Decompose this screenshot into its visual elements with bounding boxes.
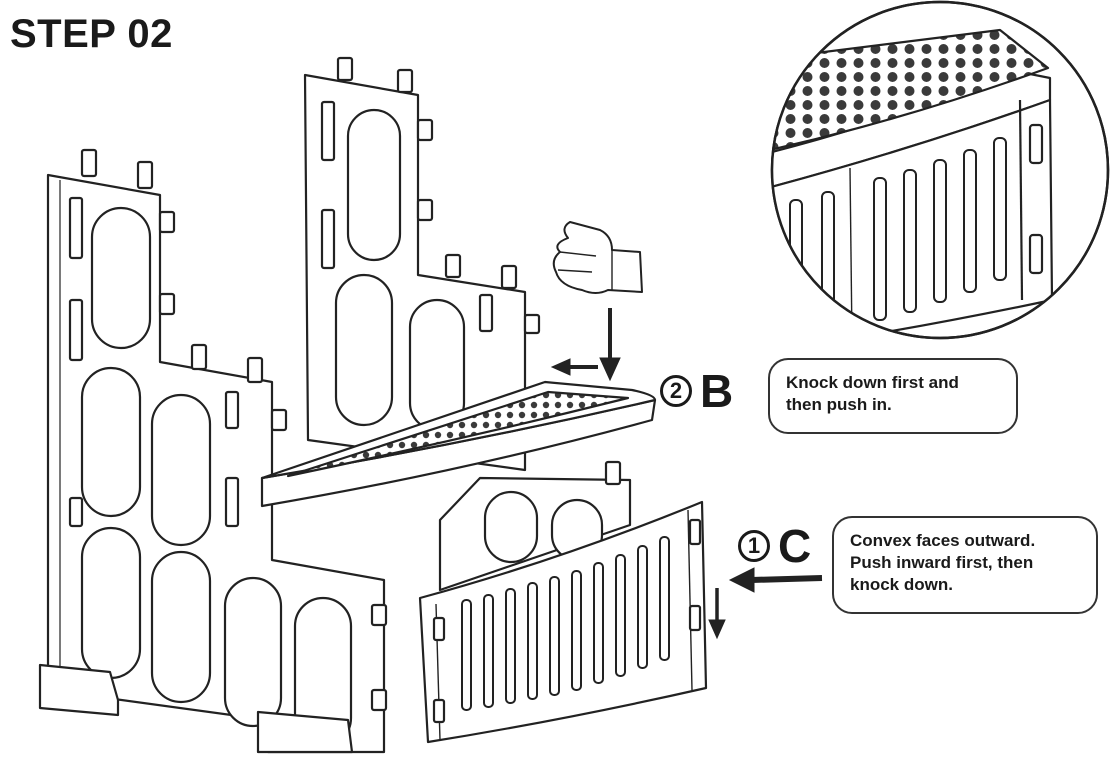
step-b-number: 2 (660, 375, 692, 407)
step-b-marker: 2 B (660, 368, 733, 414)
page-title: STEP 02 (10, 12, 173, 56)
step-c-text-line: Push inward first, then (850, 553, 1034, 573)
arrow-down-icon (599, 308, 621, 382)
step-b-callout: Knock down first and then push in. (768, 358, 1018, 434)
arrow-left-icon (728, 567, 823, 593)
shelf-panel (260, 380, 657, 508)
step-c-text-line: knock down. (850, 575, 953, 595)
step-b-text-line: Knock down first and (786, 373, 959, 392)
fist-icon (552, 221, 643, 294)
step-c-text-line: Convex faces outward. (850, 531, 1036, 550)
step-c-callout: Convex faces outward. Push inward first,… (832, 516, 1098, 614)
lower-right-wall (438, 460, 632, 592)
zoom-detail-inset (770, 0, 1110, 340)
arrow-left-icon (550, 358, 598, 376)
left-wall-panel (38, 148, 388, 754)
back-wall-panel (303, 56, 541, 472)
step-c-marker: 1 C (738, 523, 811, 569)
step-c-number: 1 (738, 530, 770, 562)
arrow-down-icon (708, 588, 726, 640)
step-c-letter: C (778, 520, 812, 572)
front-convex-panel (418, 500, 708, 744)
step-b-letter: B (700, 365, 734, 417)
step-b-text-line: then push in. (786, 395, 892, 415)
